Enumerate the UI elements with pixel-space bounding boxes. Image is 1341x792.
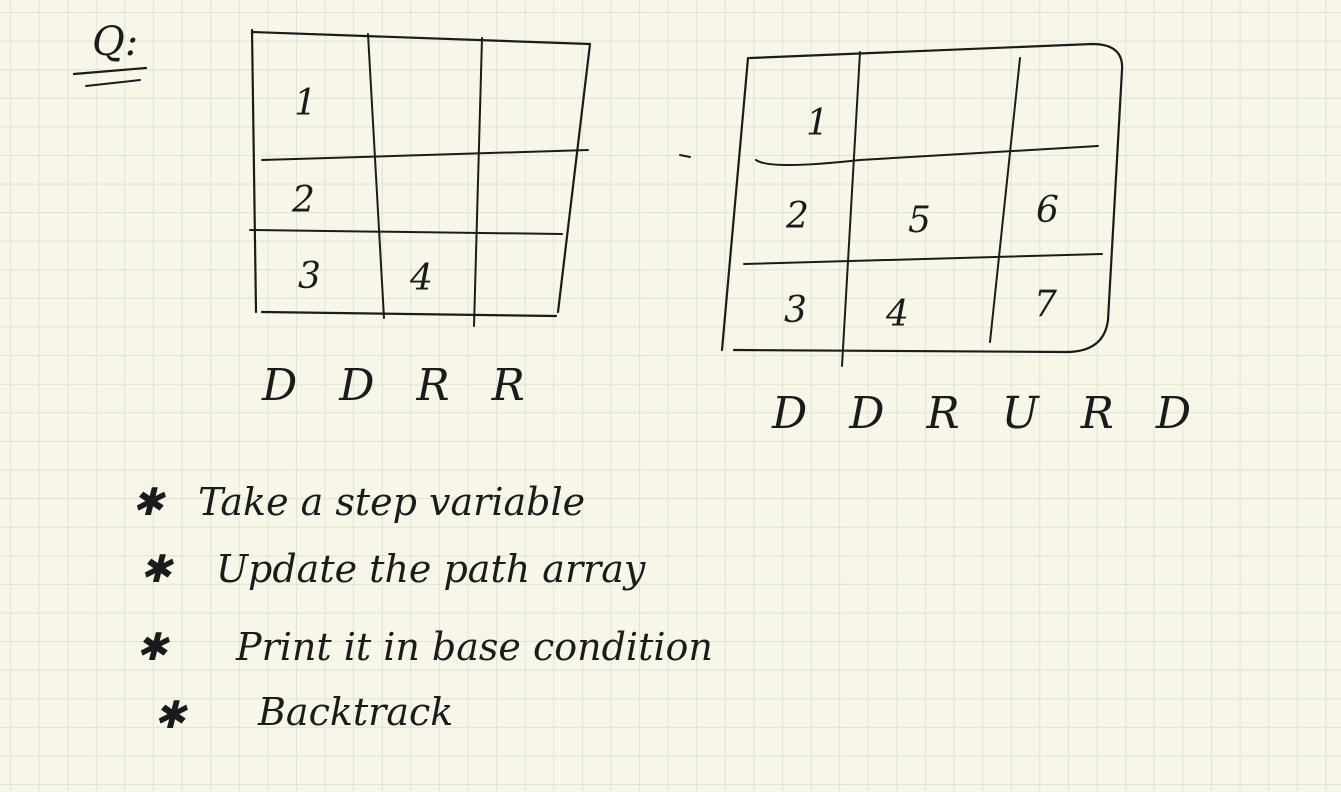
note-bullet-3: ✱ [136,625,170,669]
grid-right-cell-1: 1 [806,103,829,144]
note-bullet-1: ✱ [132,480,166,524]
heading-underline [72,66,148,76]
grid-left-cell-4: 4 [409,258,433,299]
grid-left-cell-2: 2 [291,180,315,221]
note-text-2: Update the path array [216,547,646,591]
grid-right-cell-7: 7 [1034,284,1057,325]
separator-dash [679,154,691,158]
grid-left-col-line-2 [473,37,483,327]
grid-right-border-outline [732,42,1124,354]
note-bullet-2: ✱ [140,547,174,591]
grid-left-border-bottom [260,310,558,318]
note-text-3: Print it in base condition [235,625,713,669]
notes-list: ✱ Take a step variable ✱ Update the path… [132,480,713,737]
grid-left-border-top [250,30,592,46]
grid-left-col-line-1 [367,33,385,319]
grid-right-cell-6: 6 [1036,190,1059,231]
grid-right-cell-2: 2 [785,196,809,237]
grid-right-cell-5: 5 [908,200,931,241]
grid-right-col-line-1 [841,51,861,367]
grid-right-cell-3: 3 [784,290,807,331]
grid-right-row-line-1 [755,145,1099,166]
note-text-1: Take a step variable [198,480,585,524]
grid-right-path: D D R U R D [771,388,1205,439]
grid-right: 1 2 5 6 3 4 7 [720,42,1124,367]
grid-left-row-line-2 [249,229,563,235]
heading-underline-2 [85,79,141,87]
grid-left-cell-3: 3 [298,256,321,297]
grid-right-cell-4: 4 [885,294,909,335]
grid-left-cell-1: 1 [294,83,317,124]
grid-right-col-line-2 [989,57,1021,343]
grid-right-row-line-2 [743,253,1103,265]
grid-left-row-line-1 [261,149,589,161]
grid-left-path: D D R R [261,360,539,411]
grid-right-border-left [720,56,750,352]
grid-left-border-left [250,28,258,314]
heading-q: Q: [92,19,138,65]
grid-left-border-right [556,42,592,314]
note-bullet-4: ✱ [154,693,188,737]
note-text-4: Backtrack [257,690,453,734]
grid-left: 1 2 3 4 [249,28,592,327]
